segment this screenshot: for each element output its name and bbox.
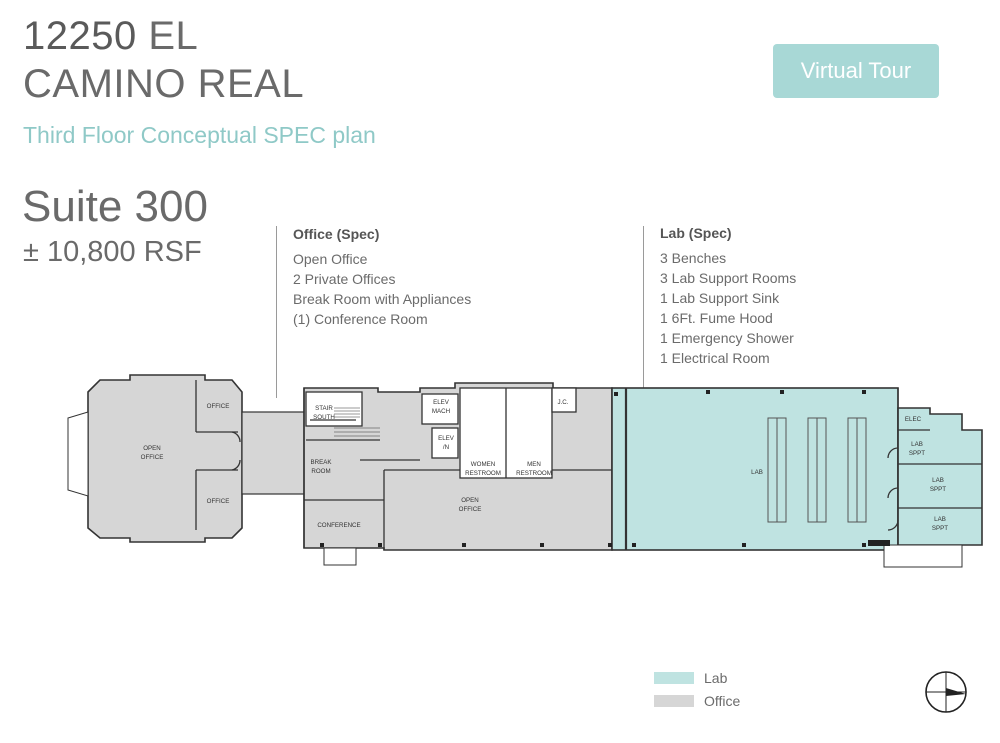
label-break-2: ROOM: [311, 468, 330, 475]
label-lab-sppt-a-2: SPPT: [909, 450, 925, 457]
label-men-1: MEN: [527, 461, 541, 468]
address-line-2: CAMINO REAL: [23, 62, 305, 106]
label-elev-1: ELEV: [438, 435, 455, 442]
legend-item-lab: Lab: [654, 666, 740, 689]
label-men-2: RESTROOM: [516, 470, 552, 477]
legend-swatch-office: [654, 694, 694, 707]
label-open-office-center-2: OFFICE: [459, 506, 482, 513]
left-bay-window: [67, 411, 89, 497]
label-lab-sppt-b-1: LAB: [932, 477, 944, 484]
address-line-1-rest: EL: [148, 14, 199, 58]
office-spec-item: 2 Private Offices: [293, 271, 396, 287]
office-spec-item: Open Office: [293, 251, 368, 267]
label-women-1: WOMEN: [471, 461, 495, 468]
suite-area: ± 10,800 RSF: [23, 236, 202, 268]
annex-bay: [883, 544, 963, 568]
office-spec-item: Break Room with Appliances: [293, 291, 472, 307]
lab-spec-leader-line: [643, 226, 644, 390]
label-jc: J.C.: [557, 399, 568, 406]
virtual-tour-button[interactable]: Virtual Tour: [773, 44, 939, 98]
left-open-office-area: [87, 374, 243, 543]
building-address: 12250 EL CAMINO REAL: [23, 12, 304, 108]
office-spec-leader-line: [276, 226, 277, 398]
label-lab-sppt-a-1: LAB: [911, 441, 923, 448]
legend-item-office: Office: [654, 689, 740, 712]
legend-swatch-lab: [654, 671, 694, 684]
conference-bay: [323, 547, 357, 566]
office-spec-heading: Office (Spec): [293, 226, 380, 242]
label-lab: LAB: [751, 469, 763, 476]
label-open-office-left-2: OFFICE: [141, 454, 164, 461]
label-lab-sppt-b-2: SPPT: [930, 486, 946, 493]
legend: Lab Office: [654, 666, 740, 712]
lab-spec-item: 3 Lab Support Rooms: [660, 270, 797, 286]
label-conference: CONFERENCE: [317, 522, 360, 529]
north-arrow-icon: [925, 671, 967, 713]
lab-spec-item: 1 Electrical Room: [660, 350, 770, 366]
office-spec-item: (1) Conference Room: [293, 311, 428, 327]
label-elev-mach-1: ELEV: [433, 399, 450, 406]
plan-subtitle: Third Floor Conceptual SPEC plan: [23, 122, 376, 148]
office-spec-block: Office (Spec) Open Office 2 Private Offi…: [293, 224, 471, 329]
address-number: 12250: [23, 14, 137, 58]
label-open-office-left-1: OPEN: [143, 445, 161, 452]
lab-spec-item: 3 Benches: [660, 250, 727, 266]
label-office-top: OFFICE: [207, 403, 230, 410]
label-lab-sppt-c-1: LAB: [934, 516, 946, 523]
lab-spec-item: 1 Lab Support Sink: [660, 290, 780, 306]
label-office-bottom: OFFICE: [207, 498, 230, 505]
label-lab-sppt-c-2: SPPT: [932, 525, 948, 532]
label-elec: ELEC: [905, 416, 922, 423]
label-women-2: RESTROOM: [465, 470, 501, 477]
lab-spec-item: 1 6Ft. Fume Hood: [660, 310, 773, 326]
lab-spec-heading: Lab (Spec): [660, 225, 732, 241]
label-stair-2: SOUTH: [313, 414, 335, 421]
label-elev-mach-2: MACH: [432, 408, 450, 415]
lab-spec-block: Lab (Spec) 3 Benches 3 Lab Support Rooms…: [660, 223, 796, 368]
suite-name: Suite 300: [22, 182, 208, 231]
label-open-office-center-1: OPEN: [461, 497, 479, 504]
legend-label-office: Office: [704, 692, 741, 709]
address-line-1: 12250 EL: [23, 12, 304, 60]
label-stair-1: STAIR: [315, 405, 333, 412]
legend-label-lab: Lab: [704, 669, 728, 686]
label-elev-2: /N: [443, 444, 449, 451]
corridor-connector: [241, 411, 307, 495]
lab-spec-item: 1 Emergency Shower: [660, 330, 794, 346]
label-break-1: BREAK: [311, 459, 333, 466]
